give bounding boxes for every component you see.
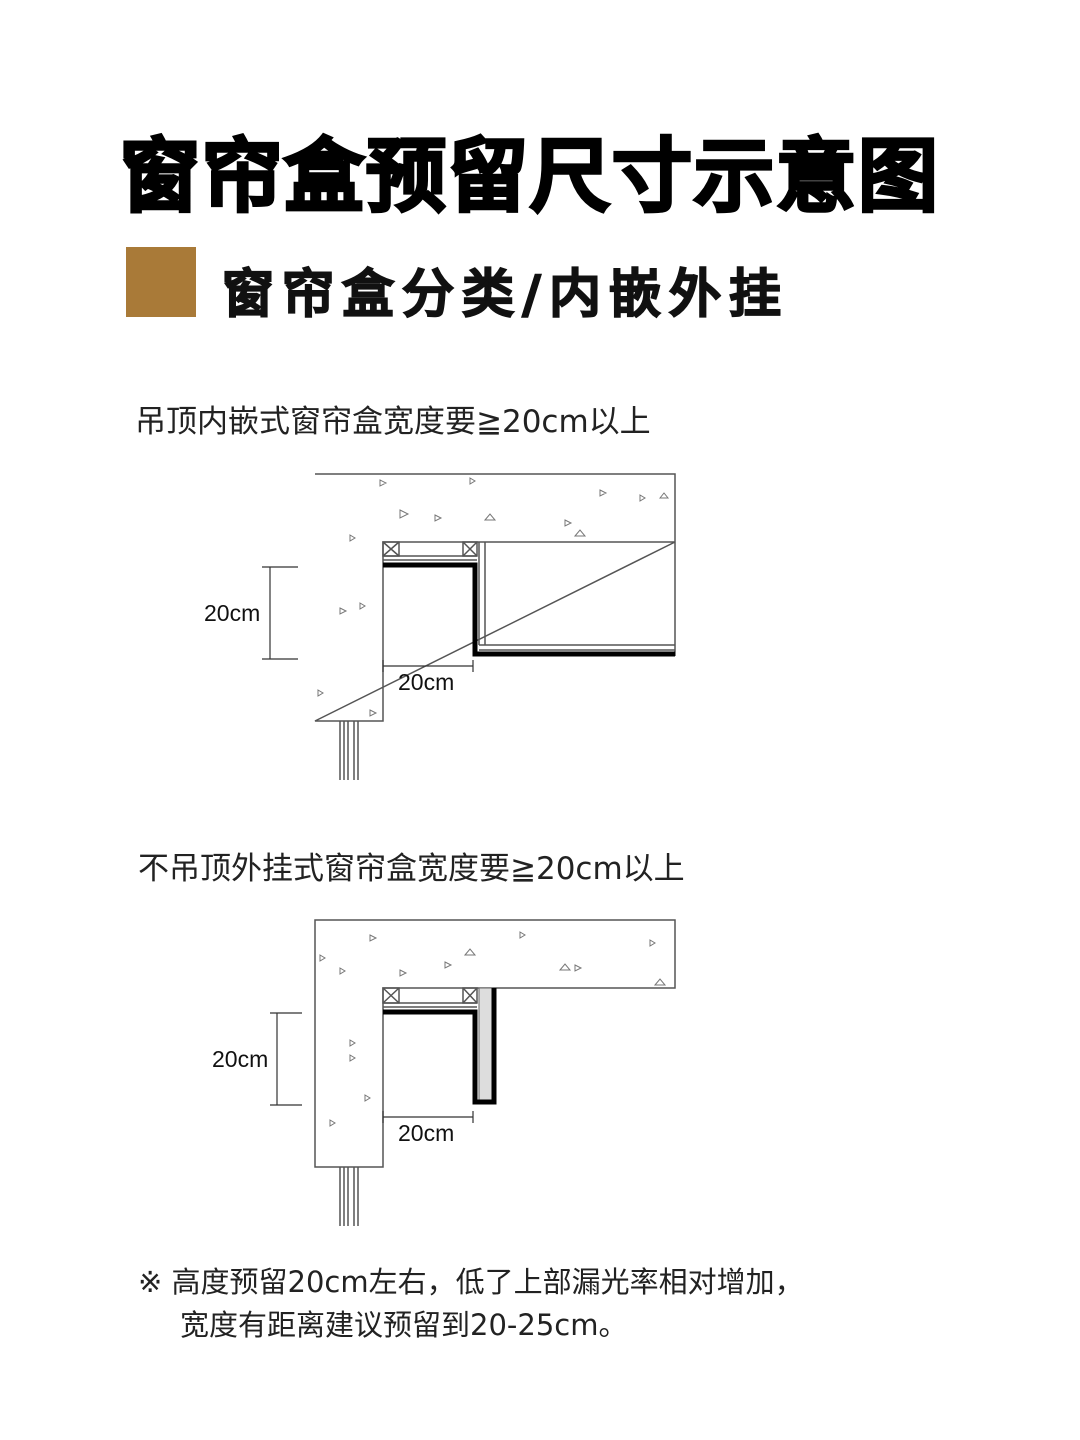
diagram-1-width-label: 20cm [398,669,454,695]
diagram-2-width-label: 20cm [398,1120,454,1146]
diagram-1-height-label: 20cm [204,600,260,626]
section-accent-square [126,247,196,317]
note-line-1: ※ 高度预留20cm左右，低了上部漏光率相对增加， [138,1265,804,1299]
diagram-embedded-curtain-box: 20cm 20cm [204,473,676,780]
diagram-surface-mounted-curtain-box: 20cm 20cm [212,919,676,1226]
diagram-1-caption: 吊顶内嵌式窗帘盒宽度要≧20cm以上 [135,404,651,440]
diagram-2-height-label: 20cm [212,1046,268,1072]
section-title: 窗帘盒分类/内嵌外挂 [221,264,789,326]
diagram-2-caption: 不吊顶外挂式窗帘盒宽度要≧20cm以上 [138,851,685,887]
page-title: 窗帘盒预留尺寸示意图 [119,129,940,225]
note-line-2: 宽度有距离建议预留到20-25cm。 [180,1308,628,1342]
